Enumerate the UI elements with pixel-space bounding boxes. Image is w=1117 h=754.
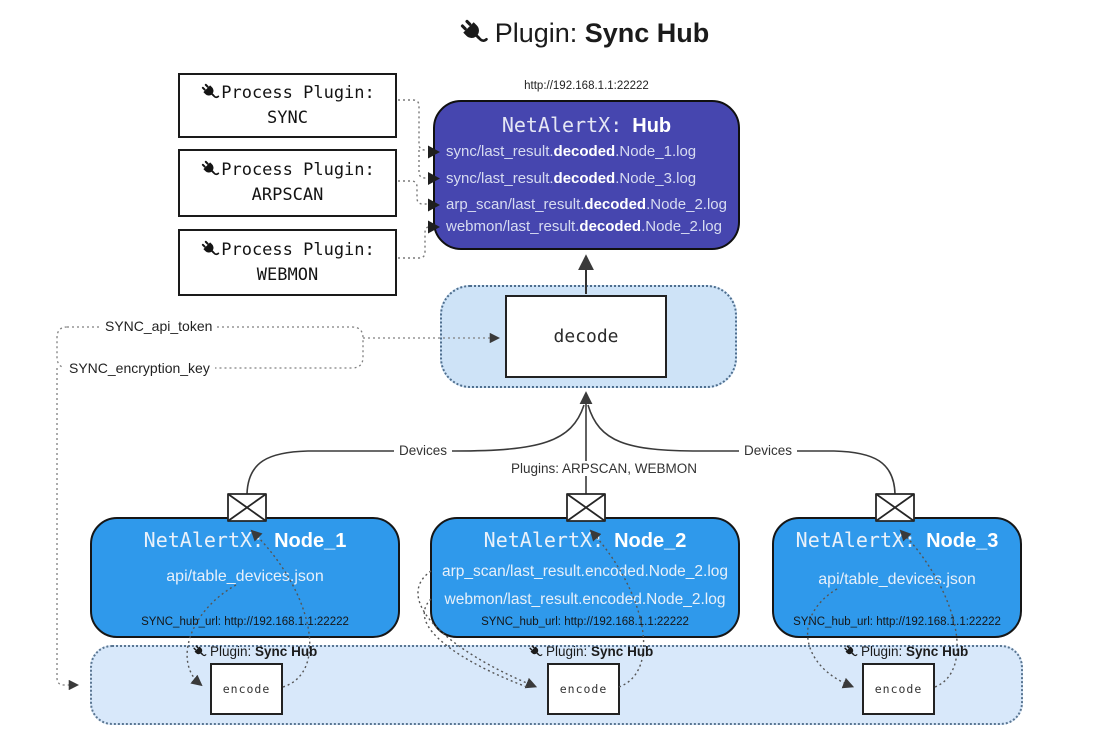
plug-icon [192, 644, 207, 659]
node-to-decode-arrows [246, 391, 896, 495]
hub-file: sync/last_result.decoded.Node_1.log [446, 143, 697, 160]
process-plugin-label: Process Plugin: [221, 160, 375, 180]
node-hub-url: SYNC_hub_url: http://192.168.1.1:22222 [793, 616, 1001, 628]
node-title: NetAlertX:Node_2 [483, 528, 687, 552]
hub-title: NetAlertX:Hub [501, 113, 672, 137]
devices-label-right: Devices [739, 443, 798, 458]
process-plugin-name: SYNC [267, 107, 308, 128]
node-file: api/table_devices.json [818, 571, 976, 588]
plug-icon [200, 239, 220, 259]
node-box-node2: NetAlertX:Node_2 arp_scan/last_result.en… [430, 517, 740, 638]
node-box-node1: NetAlertX:Node_1 api/table_devices.json … [90, 517, 400, 638]
process-plugin-name: ARPSCAN [251, 185, 324, 205]
hub-file: arp_scan/last_result.decoded.Node_2.log [446, 196, 727, 213]
devices-label-left: Devices [394, 443, 453, 458]
sync-api-token-label: SYNC_api_token [100, 318, 218, 334]
plug-icon [458, 17, 489, 48]
hub-file: sync/last_result.decoded.Node_3.log [446, 170, 697, 187]
node-title: NetAlertX:Node_1 [143, 528, 347, 552]
hub-url: http://192.168.1.1:22222 [524, 80, 649, 92]
plug-icon [528, 644, 543, 659]
hub-file: webmon/last_result.decoded.Node_2.log [446, 218, 722, 235]
node-file: webmon/last_result.encoded.Node_2.log [444, 591, 726, 608]
band-label: Plugin: Sync Hub [528, 644, 653, 659]
process-plugin-sync: Process Plugin: SYNC [178, 73, 397, 138]
hub-box: NetAlertX:Hub sync/last_result.decoded.N… [433, 100, 740, 250]
process-plugin-webmon: Process Plugin: WEBMON [178, 229, 397, 296]
encode-box: encode [862, 663, 935, 715]
node-file: arp_scan/last_result.encoded.Node_2.log [441, 563, 729, 580]
title-name: Sync Hub [584, 18, 710, 48]
plugins-label-middle: Plugins: ARPSCAN, WEBMON [506, 461, 703, 476]
node-title: NetAlertX:Node_3 [795, 528, 999, 552]
plug-icon [200, 159, 220, 179]
band-label: Plugin: Sync Hub [843, 644, 968, 659]
process-plugin-name: WEBMON [256, 264, 319, 285]
band-label: Plugin: Sync Hub [192, 644, 317, 659]
process-plugin-connectors [398, 99, 430, 259]
page-title: Plugin: Sync Hub [25, 17, 1117, 49]
node-file: api/table_devices.json [166, 568, 324, 585]
plug-icon [200, 82, 220, 102]
plug-icon [843, 644, 858, 659]
process-plugin-label: Process Plugin: [221, 82, 375, 103]
encode-box: encode [547, 663, 620, 715]
process-plugin-label: Process Plugin: [221, 239, 375, 260]
decode-box: decode [505, 295, 667, 378]
node-hub-url: SYNC_hub_url: http://192.168.1.1:22222 [141, 616, 349, 628]
process-plugin-arpscan: Process Plugin: ARPSCAN [178, 149, 397, 217]
node-box-node3: NetAlertX:Node_3 api/table_devices.json … [772, 517, 1022, 638]
sync-encryption-key-label: SYNC_encryption_key [64, 360, 215, 376]
encode-box: encode [210, 663, 283, 715]
node-hub-url: SYNC_hub_url: http://192.168.1.1:22222 [481, 616, 689, 628]
title-prefix: Plugin: [494, 18, 578, 48]
